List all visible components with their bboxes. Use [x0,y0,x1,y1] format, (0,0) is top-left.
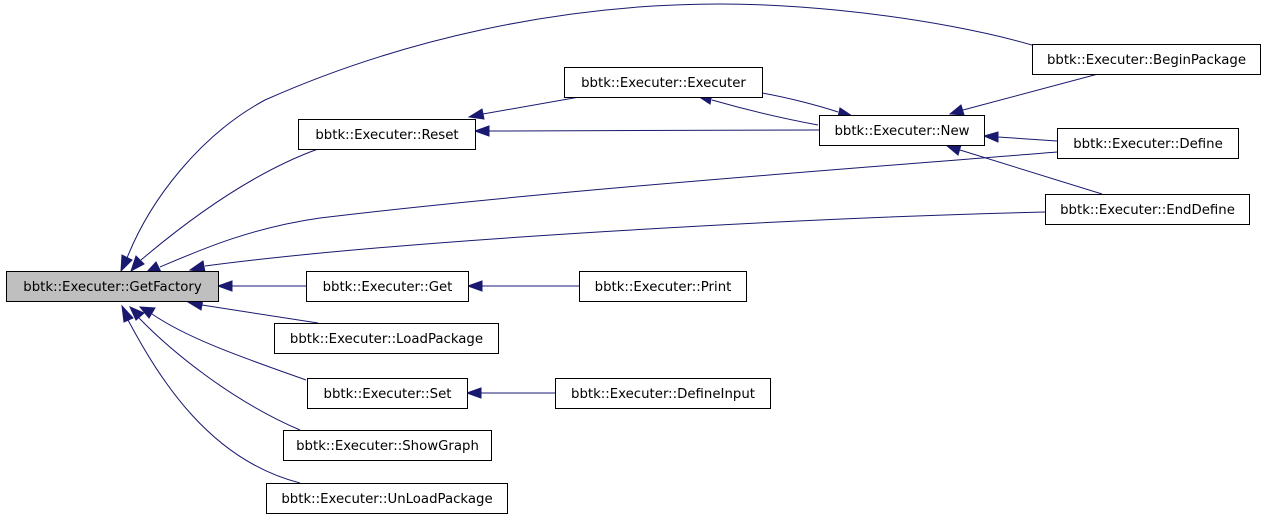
node-label: bbtk::Executer::Executer [581,76,746,91]
edge-end-define-to-get-factory [188,211,1046,273]
arrowhead [188,260,206,273]
edge-reset-to-get-factory [130,148,319,273]
node-define[interactable]: bbtk::Executer::Define [1057,128,1239,159]
node-label: bbtk::Executer::Get [323,280,453,295]
edge-line [138,317,301,431]
edge-new-to-executer [696,93,819,126]
node-label: bbtk::Executer::Define [1073,137,1223,152]
node-box [1032,44,1261,75]
node-box [307,378,468,409]
node-label: bbtk::Executer::DefineInput [571,387,755,402]
arrowhead [130,255,145,273]
edge-unload-package-to-get-factory [121,304,301,484]
edge-line [201,304,319,324]
edge-new-to-reset [473,125,820,137]
node-box [283,430,492,461]
edge-line [962,73,1099,111]
edge-define-to-get-factory [144,151,1058,274]
node-box [819,115,985,146]
edge-set-to-get-factory [138,306,307,381]
node-box [1045,194,1250,225]
edge-print-to-get [466,280,579,292]
edge-load-package-to-get-factory [186,298,319,324]
node-load-package[interactable]: bbtk::Executer::LoadPackage [274,323,499,354]
arrowhead [129,306,145,321]
arrowhead [465,387,482,399]
node-layer: bbtk::Executer::GetFactorybbtk::Executer… [6,44,1261,514]
edge-executer-to-new [761,92,854,118]
node-box [555,378,771,409]
node-end-define[interactable]: bbtk::Executer::EndDefine [1045,194,1250,225]
edge-line [711,99,819,126]
node-label: bbtk::Executer::BeginPackage [1047,53,1246,68]
node-label: bbtk::Executer::UnLoadPackage [281,492,492,507]
node-box [298,119,476,150]
arrowhead [216,280,233,292]
edge-executer-to-reset [467,95,586,120]
edge-line [204,211,1046,267]
edge-line [482,95,586,115]
edge-define-to-new [982,131,1058,143]
node-reset[interactable]: bbtk::Executer::Reset [298,119,476,150]
edge-get-to-get-factory [216,280,306,292]
node-box [306,271,469,302]
edge-define-input-to-set [465,387,555,399]
node-label: bbtk::Executer::EndDefine [1060,203,1235,218]
node-get-factory: bbtk::Executer::GetFactory [6,271,219,302]
node-box [564,67,763,98]
node-define-input[interactable]: bbtk::Executer::DefineInput [555,378,771,409]
node-label: bbtk::Executer::New [834,124,969,139]
node-unload-package[interactable]: bbtk::Executer::UnLoadPackage [266,483,508,514]
node-box [579,271,747,302]
edge-line [761,92,839,113]
arrowhead [944,144,962,156]
node-label: bbtk::Executer::Set [324,387,452,402]
arrowhead [982,131,999,143]
arrowhead [948,104,965,116]
node-label: bbtk::Executer::GetFactory [23,280,202,295]
node-new[interactable]: bbtk::Executer::New [819,115,985,146]
node-box [6,271,219,302]
node-get[interactable]: bbtk::Executer::Get [306,271,469,302]
node-label: bbtk::Executer::Print [595,280,732,295]
arrowhead [467,108,485,120]
edge-show-graph-to-get-factory [129,306,301,431]
edge-line [151,313,307,381]
node-label: bbtk::Executer::ShowGraph [296,439,479,454]
node-label: bbtk::Executer::Reset [315,128,458,143]
edge-line [959,149,1103,195]
edge-begin-package-to-new [948,73,1099,116]
edge-line [488,129,820,132]
edge-begin-package-to-get-factory [120,3,1099,273]
edge-line [126,3,1099,259]
node-show-graph[interactable]: bbtk::Executer::ShowGraph [283,430,492,461]
arrowhead [466,280,483,292]
arrowhead [120,254,133,273]
node-box [266,483,508,514]
node-executer[interactable]: bbtk::Executer::Executer [564,67,763,98]
edge-line [159,151,1058,268]
arrowhead [121,304,134,323]
edge-line [997,136,1058,142]
edge-line [140,148,319,261]
node-set[interactable]: bbtk::Executer::Set [307,378,468,409]
edge-line [127,319,301,484]
node-label: bbtk::Executer::LoadPackage [290,332,483,347]
arrowhead [138,306,156,319]
node-print[interactable]: bbtk::Executer::Print [579,271,747,302]
node-begin-package[interactable]: bbtk::Executer::BeginPackage [1032,44,1261,75]
node-box [274,323,499,354]
node-box [1057,128,1239,159]
arrowhead [473,125,490,137]
